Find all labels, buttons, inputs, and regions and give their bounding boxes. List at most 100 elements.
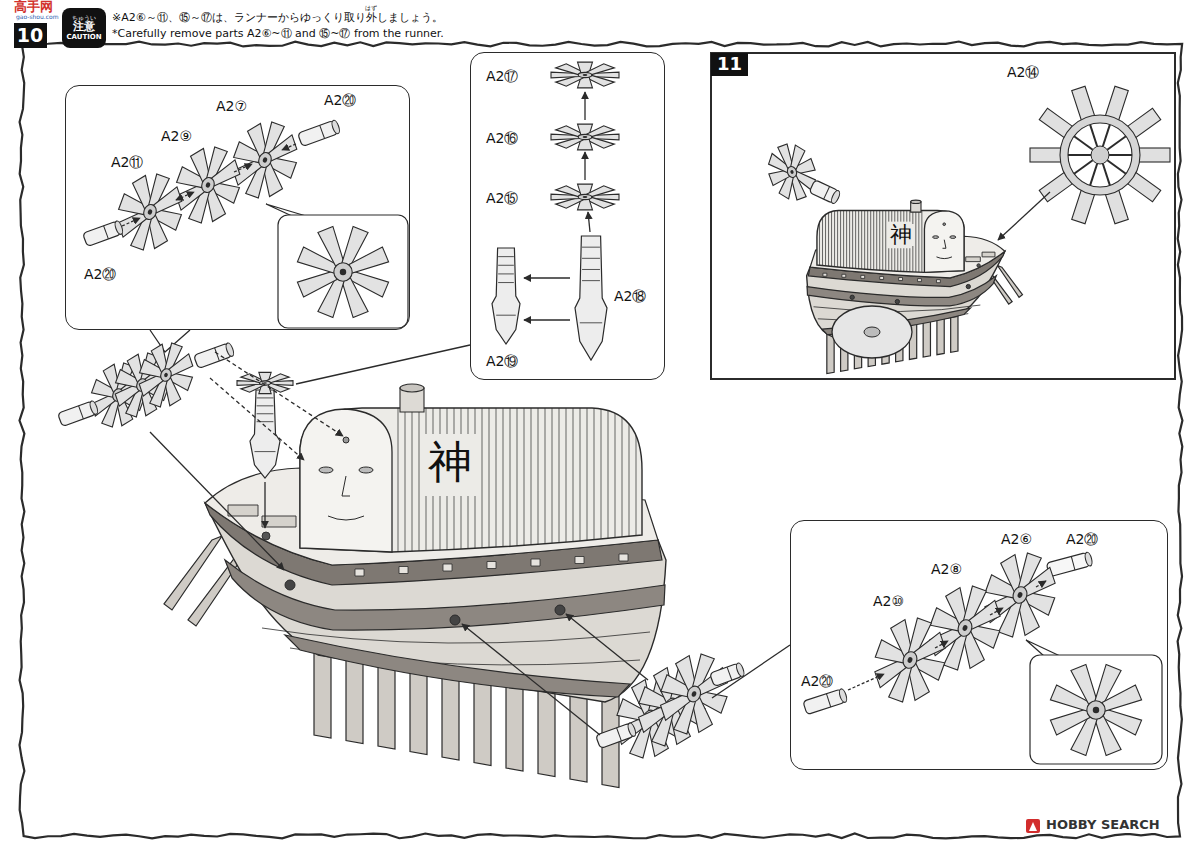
propeller-part xyxy=(297,226,388,317)
propeller-hole xyxy=(907,656,913,663)
dome-plank xyxy=(503,400,504,560)
ship-dome xyxy=(817,210,964,272)
part-detail xyxy=(498,273,514,274)
part-tower xyxy=(575,236,607,360)
detail-inset: A2⑰A2⑯A2⑮A2⑱A2⑲ xyxy=(470,52,665,380)
propeller-hub xyxy=(578,194,592,199)
dome-plank xyxy=(870,207,871,276)
detail-inset: A2⑥A2⑳A2⑧A2⑩A2⑳ xyxy=(790,520,1168,770)
propeller-part xyxy=(650,645,738,742)
mount-hole xyxy=(850,295,854,299)
torn-frame xyxy=(20,42,1183,839)
dome-plank xyxy=(405,400,406,560)
dome-plank xyxy=(891,248,892,276)
logo-icon xyxy=(1026,819,1040,833)
propeller-hub xyxy=(1087,701,1105,719)
face-mouth xyxy=(328,516,364,520)
face-mark xyxy=(343,437,349,443)
propeller-hole xyxy=(583,136,588,138)
part-number: A2⑳ xyxy=(324,92,356,108)
propeller-blade xyxy=(1100,685,1142,715)
dome-plank xyxy=(867,207,868,276)
furigana: はず xyxy=(365,5,377,12)
assembly-arrow xyxy=(234,164,252,172)
dome-plank xyxy=(433,400,434,434)
wheel-spoke xyxy=(1068,154,1091,156)
assembly-arrow xyxy=(588,212,590,232)
inset-leader xyxy=(712,645,790,698)
part-number: A2⑳ xyxy=(1066,531,1098,547)
propeller-hub xyxy=(901,650,919,670)
propeller-part xyxy=(551,62,619,88)
dome-plank xyxy=(482,400,483,560)
propeller-part xyxy=(107,346,177,424)
assembly-arrow xyxy=(282,144,296,150)
wheel-paddle xyxy=(1030,148,1062,162)
mount-hole xyxy=(895,299,899,303)
wheel-spoke xyxy=(1103,164,1110,186)
part-detail xyxy=(582,247,600,248)
paddle-hub xyxy=(864,327,880,337)
dome-plank xyxy=(398,400,399,560)
assembly-arrow xyxy=(462,624,600,735)
pin-end xyxy=(114,220,124,235)
pin-end xyxy=(830,189,841,204)
dome-plank xyxy=(885,207,886,276)
dome-plank xyxy=(496,400,497,560)
ship-emblem: 神 xyxy=(888,224,914,246)
porthole xyxy=(823,273,827,276)
part-number: A2⑮ xyxy=(486,190,518,206)
hull-plank xyxy=(814,305,981,311)
dome-plank xyxy=(882,207,883,276)
dome-plank xyxy=(846,207,847,276)
dome-plank xyxy=(888,248,889,276)
mount-hole xyxy=(555,605,565,615)
pin-groove xyxy=(824,186,830,199)
propeller-hole xyxy=(340,269,346,275)
deck-detail xyxy=(228,505,258,516)
step-panel: 11A2⑭ xyxy=(710,52,1176,380)
part-detail xyxy=(257,413,274,414)
part-detail xyxy=(255,451,276,452)
assembly-arrow xyxy=(176,192,194,200)
face-eye xyxy=(319,467,333,473)
dome-plank xyxy=(447,496,448,560)
dome-planks xyxy=(398,400,636,560)
dome-plank xyxy=(580,400,581,560)
dome-plank xyxy=(855,207,856,276)
pin-groove xyxy=(79,406,84,419)
deck-detail xyxy=(966,257,981,262)
dome-plank xyxy=(468,400,469,434)
dome-plank xyxy=(573,400,574,560)
face-nose xyxy=(342,476,350,496)
pin-end xyxy=(838,688,848,703)
propeller-hub xyxy=(685,684,703,703)
pin-end xyxy=(627,722,637,737)
face-mouth xyxy=(936,257,951,259)
part-detail xyxy=(580,322,602,323)
detail-inset: A2⑦A2⑳A2⑨A2⑪A2⑳ xyxy=(65,85,410,330)
step-number: 10 xyxy=(17,25,43,46)
dome-plank xyxy=(475,496,476,560)
porthole xyxy=(861,275,865,278)
dome-plank xyxy=(538,400,539,560)
dome-plank xyxy=(447,400,448,434)
ship-illustration xyxy=(807,200,1023,374)
dome-plank xyxy=(864,207,865,276)
wheel-spoke xyxy=(1074,136,1093,150)
dome-plank xyxy=(879,207,880,276)
face-nose xyxy=(943,240,946,249)
step-number: 11 xyxy=(711,53,748,76)
dome-plank xyxy=(843,207,844,276)
part-number: A2⑧ xyxy=(931,561,962,577)
pin-groove xyxy=(215,348,220,361)
detail-subinset xyxy=(1030,655,1162,764)
dome-plank xyxy=(629,400,630,560)
porthole xyxy=(842,274,846,277)
dome-plank xyxy=(819,207,820,276)
porthole xyxy=(936,280,940,283)
ship-illustration xyxy=(164,384,666,788)
caution-badge: ちゅうい注意CAUTION xyxy=(62,8,106,48)
dome-plank xyxy=(601,400,602,560)
